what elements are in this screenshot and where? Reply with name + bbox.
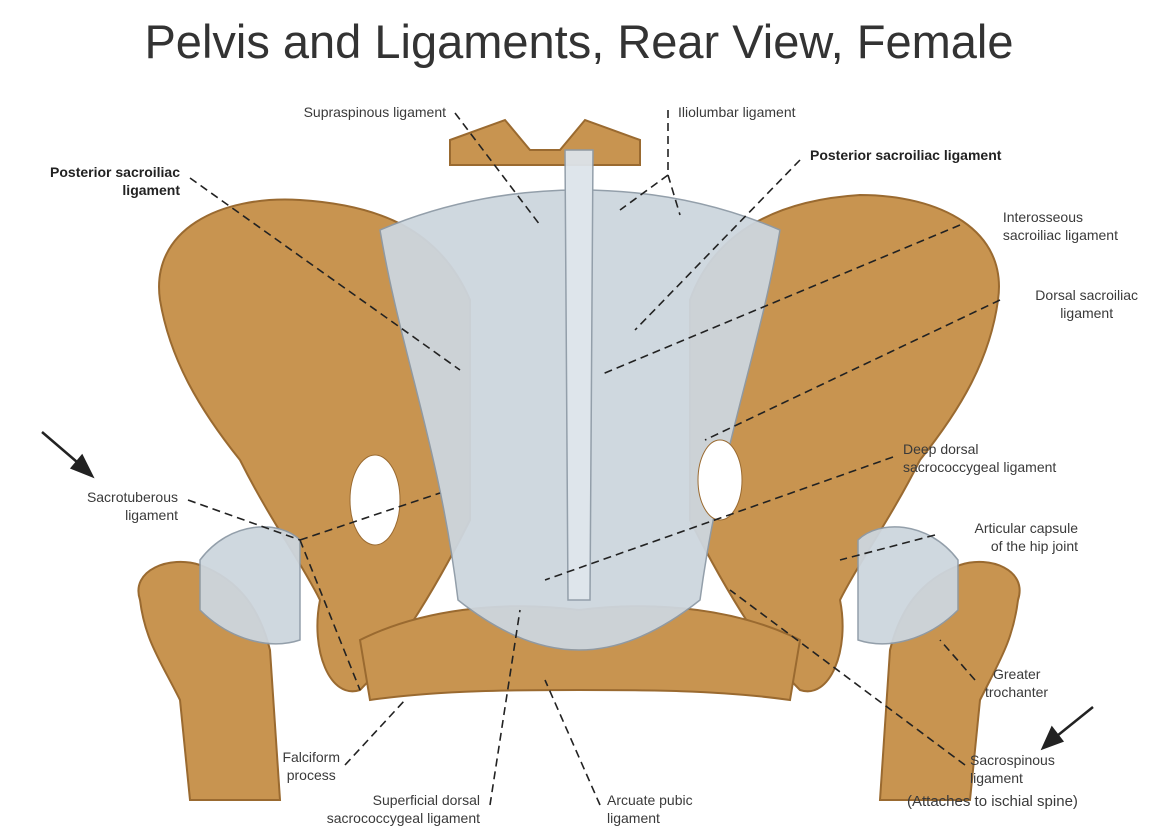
label-line: ligament <box>970 770 1023 786</box>
label-line: sacrococcygeal ligament <box>326 810 480 826</box>
arrows <box>41 431 1094 751</box>
label-deep-dorsal-sacrococcygeal: Deep dorsal sacrococcygeal ligament <box>903 440 1056 476</box>
label-line: process <box>286 767 336 783</box>
label-dorsal-sacroiliac: Dorsal sacroiliac ligament <box>1035 286 1138 322</box>
right-hip-capsule <box>857 526 959 645</box>
label-iliolumbar: Iliolumbar ligament <box>678 104 796 120</box>
bones <box>137 118 1021 801</box>
arrow-right-icon <box>1051 706 1094 741</box>
label-sacrotuberous: Sacrotuberous ligament <box>87 488 178 524</box>
label-line: Dorsal sacroiliac <box>1035 287 1138 303</box>
obturator-openings <box>349 439 743 546</box>
lumbar-vertebra <box>449 118 641 166</box>
label-arcuate-pubic: Arcuate pubic ligament <box>607 791 693 827</box>
label-line: Sacrospinous <box>970 752 1055 768</box>
label-line: ligament <box>125 507 178 523</box>
page-title: Pelvis and Ligaments, Rear View, Female <box>144 15 1014 68</box>
ligaments <box>199 149 959 651</box>
label-posterior-sacroiliac-right: Posterior sacroiliac ligament <box>810 147 1002 163</box>
label-line: Greater <box>993 666 1041 682</box>
label-articular-capsule: Articular capsule of the hip joint <box>975 519 1079 555</box>
label-line: sacroiliac ligament <box>1002 227 1118 243</box>
label-line: Posterior sacroiliac <box>50 164 180 180</box>
label-line: trochanter <box>985 684 1049 700</box>
label-line: Sacrotuberous <box>86 489 178 505</box>
leader-lines <box>187 110 1001 806</box>
label-sacrospinous-note: (Attaches to ischial spine) <box>907 793 1078 810</box>
label-sacrospinous: Sacrospinous ligament <box>970 751 1055 787</box>
spinous-process <box>564 149 594 601</box>
label-greater-trochanter: Greater trochanter <box>985 665 1048 701</box>
label-supraspinous: Supraspinous ligament <box>303 104 446 120</box>
label-posterior-sacroiliac-left: Posterior sacroiliac ligament <box>50 163 180 199</box>
label-line: Arcuate pubic <box>607 792 693 808</box>
label-interosseous: Interosseous sacroiliac ligament <box>1003 208 1118 244</box>
label-line: ligament <box>122 182 180 198</box>
label-line: sacrococcygeal ligament <box>903 459 1057 475</box>
label-line: Interosseous <box>1002 209 1083 225</box>
label-falciform-process: Falciform process <box>282 748 340 784</box>
label-line: ligament <box>1060 305 1114 321</box>
label-line: of the hip joint <box>990 538 1078 554</box>
label-line: Articular capsule <box>974 520 1079 536</box>
label-line: Deep dorsal <box>903 441 979 457</box>
label-line: Superficial dorsal <box>372 792 480 808</box>
left-hip-capsule <box>199 526 301 645</box>
label-line: ligament <box>607 810 660 826</box>
label-line: Falciform <box>282 749 340 765</box>
label-superficial-dorsal-sacrococcygeal: Superficial dorsal sacrococcygeal ligamen… <box>327 791 480 827</box>
